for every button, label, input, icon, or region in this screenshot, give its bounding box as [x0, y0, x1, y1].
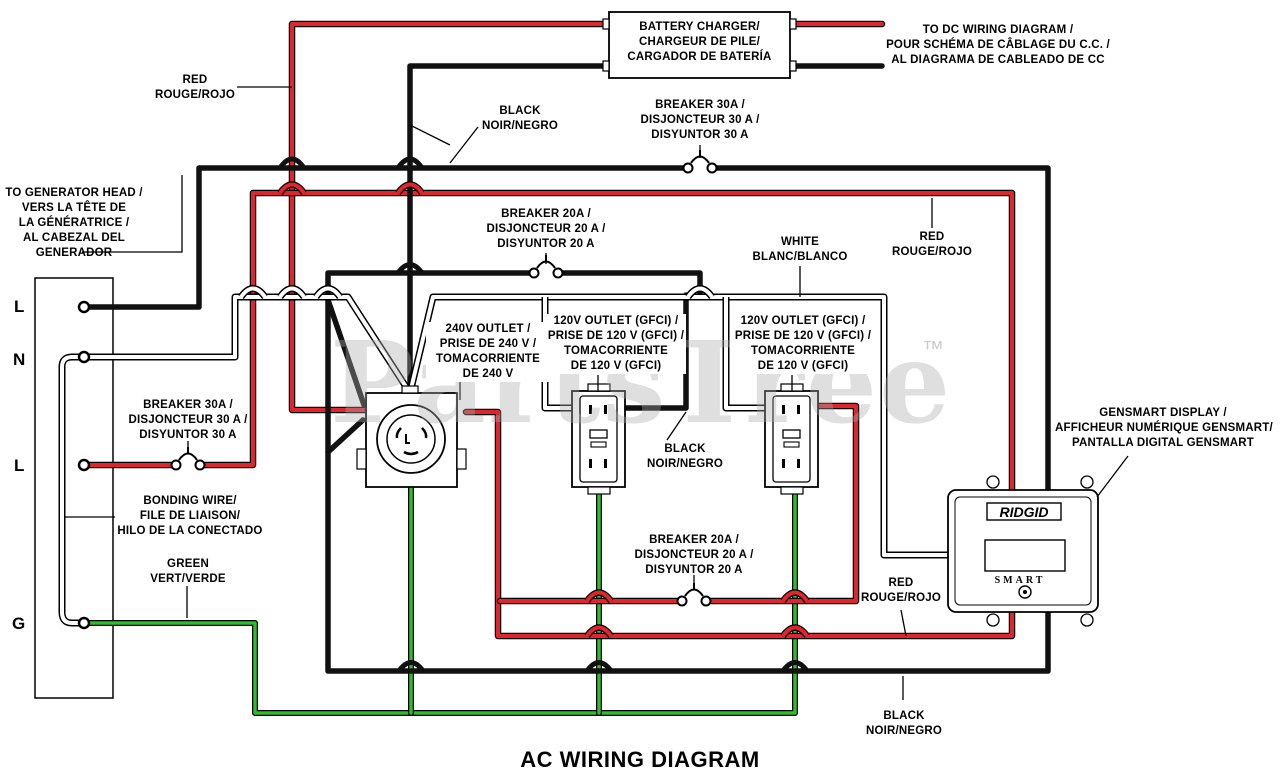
crossover-humps	[238, 156, 810, 673]
breaker-20a-bottom	[676, 583, 712, 609]
gfci-outlet-b-label: 120V OUTLET (GFCI) /PRISE DE 120 V (GFCI…	[730, 314, 876, 374]
terminal-g: G	[12, 614, 26, 633]
gensmart-display	[947, 475, 1099, 627]
terminal-n: N	[13, 350, 26, 369]
breaker-20a-bottom-label: BREAKER 20A /DISJONCTEUR 20 A /DISYUNTOR…	[634, 534, 754, 576]
diagram-title: AC WIRING DIAGRAM	[520, 747, 760, 772]
battery-charger-label: BATTERY CHARGER/CHARGEUR DE PILE/CARGADO…	[627, 21, 772, 63]
breaker-30a-left-label: BREAKER 30A /DISJONCTEUR 30 A /DISYUNTOR…	[128, 399, 248, 441]
display-brand: RIDGID	[1000, 504, 1049, 520]
display-model: SMART	[995, 575, 1046, 586]
gfci-outlet-a	[571, 383, 626, 495]
watermark-trademark: ™	[922, 336, 944, 361]
bonding-wire-label: BONDING WIRE/FILE DE LIAISON/HILO DE LA …	[117, 495, 263, 537]
outlet-240v	[356, 385, 467, 488]
generator-terminals	[77, 300, 91, 630]
generator-head-box	[34, 277, 114, 699]
outlet-240v-label: 240V OUTLET /PRISE DE 240 V /TOMACORRIEN…	[426, 322, 550, 382]
gfci-outlet-a-label: 120V OUTLET (GFCI) /PRISE DE 120 V (GFCI…	[546, 314, 686, 374]
terminal-l2: L	[14, 456, 25, 475]
to-dc-label: TO DC WIRING DIAGRAM /POUR SCHÉMA DE CÂB…	[886, 24, 1110, 66]
terminal-l1: L	[14, 297, 25, 316]
breaker-30a-top-label: BREAKER 30A /DISJONCTEUR 30 A /DISYUNTOR…	[640, 99, 760, 141]
battery-charger-box	[608, 11, 791, 79]
gfci-outlet-b	[764, 383, 819, 495]
gensmart-label: GENSMART DISPLAY /AFFICHEUR NUMÉRIQUE GE…	[1055, 407, 1273, 449]
leader-lines	[65, 86, 1129, 700]
breaker-20a-top-label: BREAKER 20A /DISJONCTEUR 20 A /DISYUNTOR…	[486, 208, 606, 250]
